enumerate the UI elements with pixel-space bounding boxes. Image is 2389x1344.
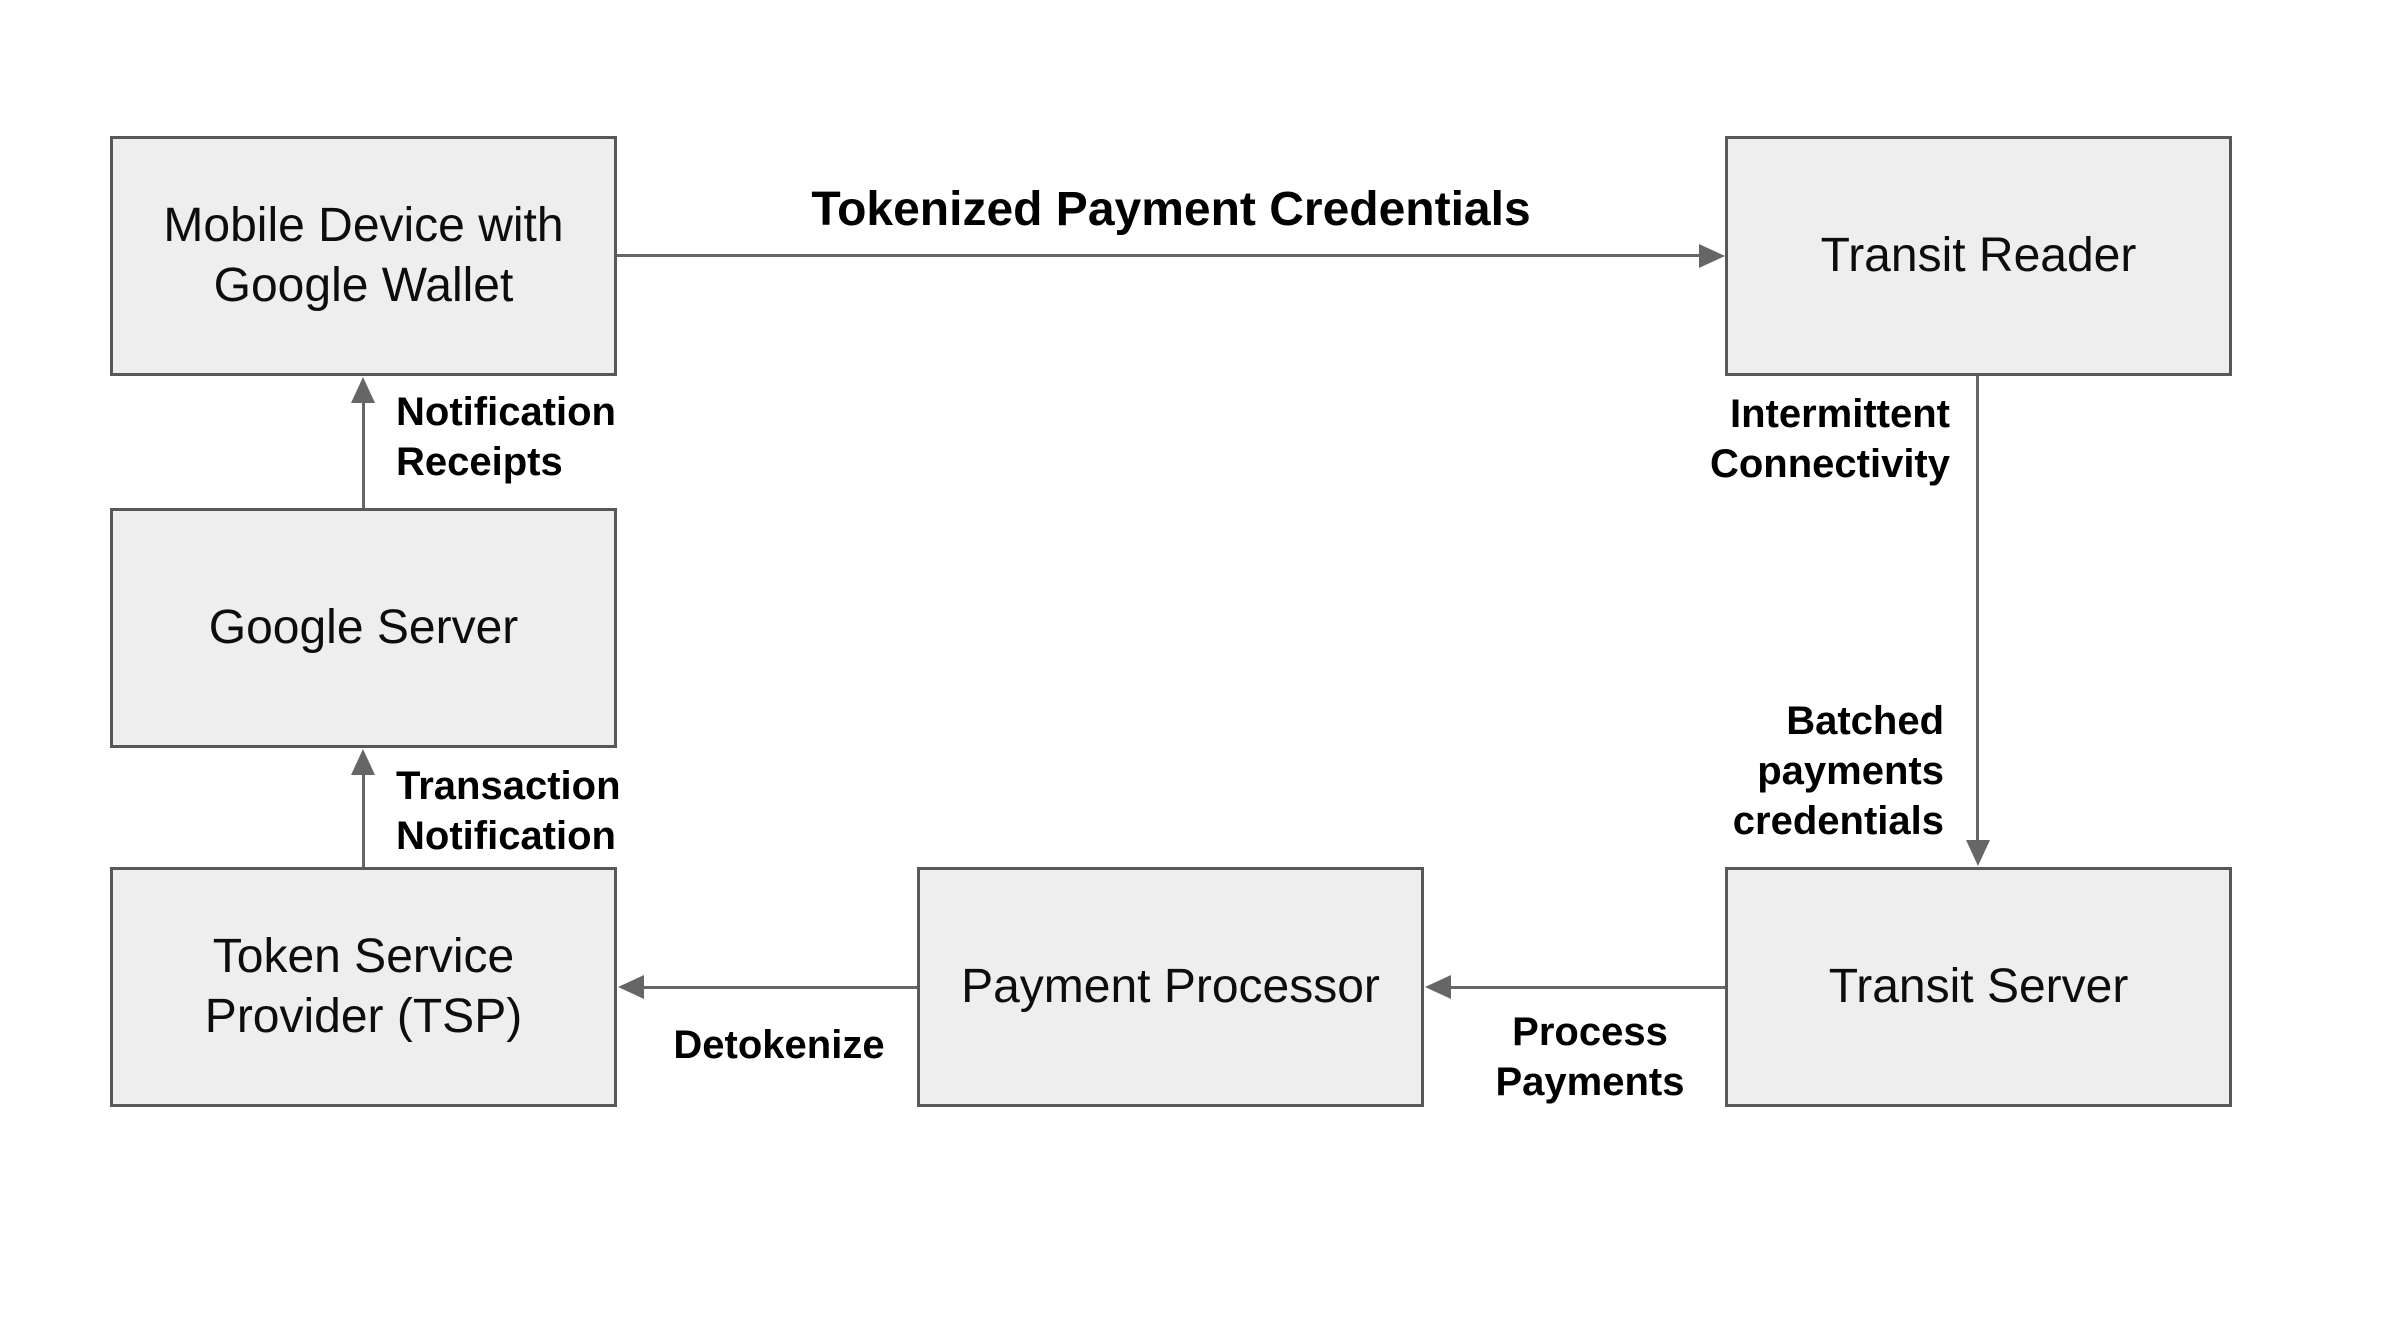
arrow-transaction-notification-line	[362, 772, 365, 867]
arrowhead-up-icon	[351, 749, 375, 775]
node-mobile-device: Mobile Device with Google Wallet	[110, 136, 617, 376]
node-transit-server: Transit Server	[1725, 867, 2232, 1107]
arrow-process-payments-line	[1450, 986, 1725, 989]
arrowhead-right-icon	[1699, 244, 1725, 268]
arrow-notification-receipts-line	[362, 400, 365, 508]
node-token-service-provider: Token Service Provider (TSP)	[110, 867, 617, 1107]
arrowhead-left-icon	[618, 975, 644, 999]
edge-label-notification-receipts: Notification Receipts	[396, 390, 616, 484]
node-transit-reader: Transit Reader	[1725, 136, 2232, 376]
node-payment-processor-label: Payment Processor	[961, 960, 1380, 1013]
node-token-service-provider-label: Token Service Provider (TSP)	[204, 930, 523, 1043]
arrowhead-left-icon	[1425, 975, 1451, 999]
edge-label-tokenized-payment-credentials: Tokenized Payment Credentials	[811, 183, 1531, 236]
arrow-reader-to-server-line	[1976, 376, 1979, 842]
arrow-detokenize-line	[642, 986, 917, 989]
node-mobile-device-label: Mobile Device with Google Wallet	[163, 199, 564, 312]
arrowhead-up-icon	[351, 377, 375, 403]
node-google-server: Google Server	[110, 508, 617, 748]
node-google-server-label: Google Server	[208, 601, 519, 654]
edge-label-batched-payments-credentials: Batched payments credentials	[1732, 699, 1944, 843]
arrowhead-down-icon	[1966, 840, 1990, 866]
node-transit-reader-label: Transit Reader	[1820, 229, 2137, 282]
arrow-tokenized-line	[617, 254, 1700, 257]
node-transit-server-label: Transit Server	[1828, 960, 2129, 1013]
edge-label-transaction-notification: Transaction Notification	[396, 764, 621, 858]
edge-label-process-payments: Process Payments	[1495, 1010, 1685, 1104]
node-payment-processor: Payment Processor	[917, 867, 1424, 1107]
edge-label-intermittent-connectivity: Intermittent Connectivity	[1709, 392, 1950, 486]
edge-label-detokenize: Detokenize	[673, 1023, 885, 1067]
